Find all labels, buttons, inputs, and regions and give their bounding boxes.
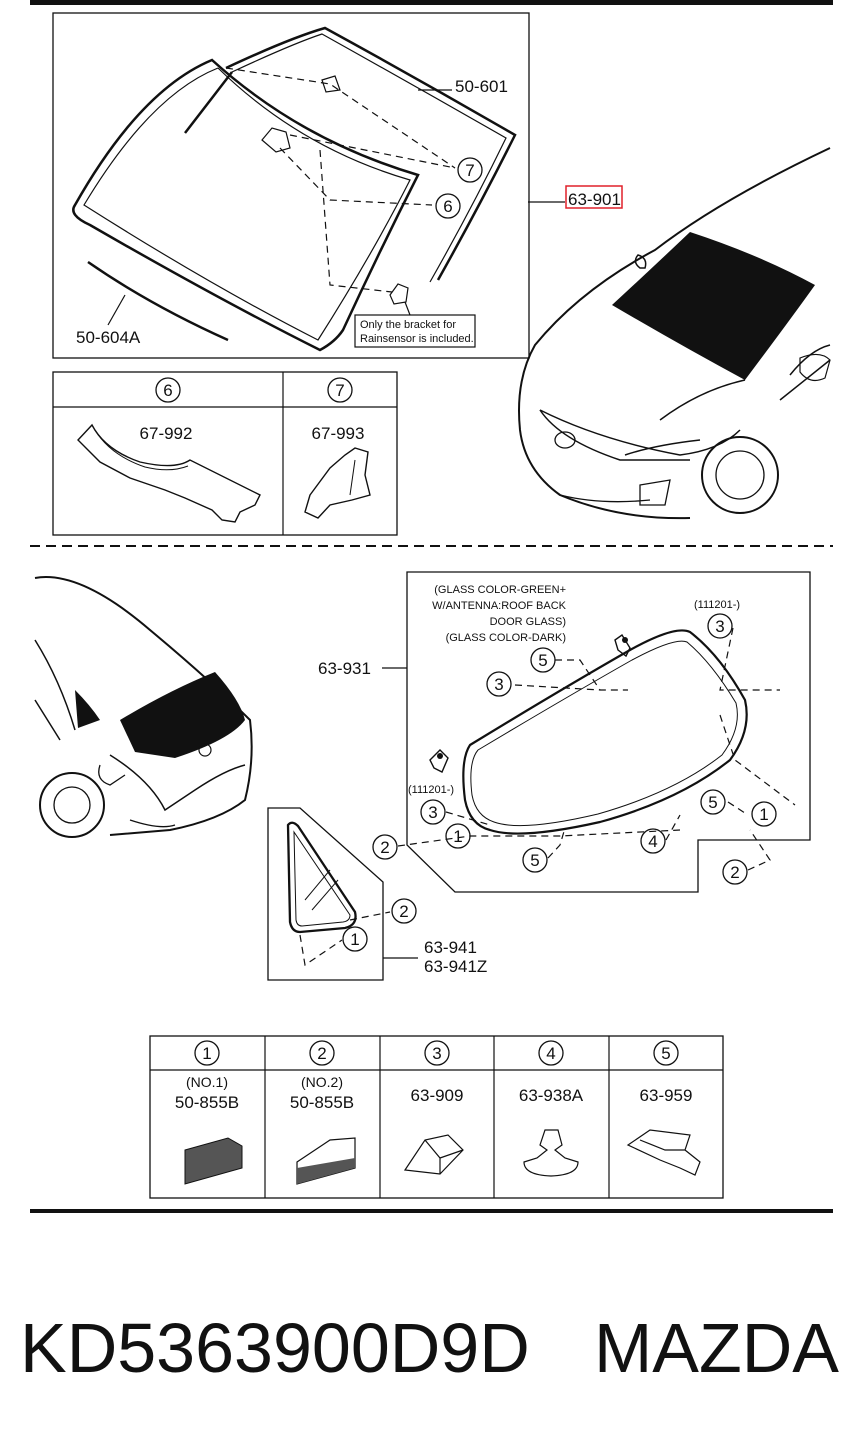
svg-text:5: 5 <box>538 651 547 670</box>
lower-moulding <box>87 260 229 342</box>
circle-7-marker <box>457 157 483 183</box>
parts-table: 1 (NO.1) 50-855B 2 (NO.2) 50-855B 3 63-9… <box>149 1035 724 1199</box>
rear-glass-panel: 63-931 (GLASS COLOR-GREEN+ W/ANTENNA:ROO… <box>318 571 811 893</box>
rainsensor-bracket <box>389 283 409 305</box>
rear-circle-4: 4 <box>640 828 666 854</box>
svg-text:(NO.1): (NO.1) <box>186 1074 228 1090</box>
quarter-glass <box>286 821 357 934</box>
svg-text:2: 2 <box>730 863 739 882</box>
note-line-1: Only the bracket for <box>360 319 456 331</box>
table-circle-7 <box>327 377 353 403</box>
callout-63-901[interactable]: 63-901 <box>568 190 621 209</box>
rear-window-dark <box>120 672 245 758</box>
rear-circle-3a: 3 <box>707 613 733 639</box>
parts-col-3[interactable]: 3 63-909 <box>403 1040 464 1175</box>
callout-highlight-box <box>565 185 623 209</box>
parts-col-4[interactable]: 4 63-938A <box>519 1040 584 1177</box>
svg-text:5: 5 <box>708 793 717 812</box>
clip-drawing <box>523 1129 579 1177</box>
bracket-67-992-drawing <box>77 423 261 523</box>
svg-text:5: 5 <box>661 1044 670 1063</box>
spec-line-1: (GLASS COLOR-GREEN+ <box>434 584 566 596</box>
quarter-glass-panel: 2 1 63-941 63-941Z <box>267 807 487 981</box>
rear-circle-2a: 2 <box>372 834 398 860</box>
parts-col-1[interactable]: 1 (NO.1) 50-855B <box>175 1040 243 1185</box>
svg-text:2: 2 <box>380 838 389 857</box>
parts-col-2[interactable]: 2 (NO.2) 50-855B <box>290 1040 356 1185</box>
bracket-table: 6 7 67-992 67-993 <box>52 371 398 536</box>
footer-brand: MAZDA <box>594 1309 839 1387</box>
callout-50-604A: 50-604A <box>76 328 141 347</box>
bottom-rule <box>30 1209 833 1213</box>
front-windshield-dark <box>612 232 815 380</box>
rear-circle-1b: 1 <box>751 801 777 827</box>
svg-text:50-855B: 50-855B <box>175 1093 239 1112</box>
rear-circle-5c: 5 <box>700 789 726 815</box>
bracket-67-993-drawing <box>304 447 371 519</box>
rear-glass-frame <box>406 571 811 893</box>
rainsensor-note-box <box>354 314 476 348</box>
rear-circle-5a: 5 <box>530 647 556 673</box>
spacer-no1-drawing <box>184 1137 243 1185</box>
svg-text:3: 3 <box>428 803 437 822</box>
svg-text:3: 3 <box>715 617 724 636</box>
svg-text:4: 4 <box>648 832 657 851</box>
svg-text:4: 4 <box>546 1044 555 1063</box>
rear-circle-3b: 3 <box>486 671 512 697</box>
parts-col-5[interactable]: 5 63-959 <box>626 1040 701 1176</box>
svg-text:1: 1 <box>350 930 359 949</box>
circle-7-label: 7 <box>465 161 474 180</box>
table-circle-7-label: 7 <box>335 381 344 400</box>
part-67-992[interactable]: 67-992 <box>140 424 193 443</box>
date-left: (111201-) <box>408 784 454 796</box>
windshield-panel: 50-601 63-901 50-604A 7 6 Only the brack… <box>52 12 623 359</box>
svg-text:3: 3 <box>432 1044 441 1063</box>
spec-line-3: DOOR GLASS) <box>490 616 566 628</box>
bracket-7-top <box>321 75 341 93</box>
svg-text:50-855B: 50-855B <box>290 1093 354 1112</box>
svg-text:1: 1 <box>453 827 462 846</box>
quarter-circle-2: 2 <box>391 898 417 924</box>
circle-6-label: 6 <box>443 197 452 216</box>
svg-text:3: 3 <box>494 675 503 694</box>
callout-63-941[interactable]: 63-941 <box>424 938 477 957</box>
svg-text:2: 2 <box>399 902 408 921</box>
svg-text:63-909: 63-909 <box>411 1086 464 1105</box>
wedge-drawing <box>403 1134 464 1175</box>
callout-63-941Z[interactable]: 63-941Z <box>424 957 487 976</box>
footer-part-number: KD5363900D9D <box>20 1309 530 1387</box>
spec-line-4: (GLASS COLOR-DARK) <box>446 632 566 644</box>
holder-drawing <box>626 1129 701 1176</box>
svg-text:63-938A: 63-938A <box>519 1086 584 1105</box>
svg-text:1: 1 <box>202 1044 211 1063</box>
bracket-6-center <box>261 127 291 153</box>
date-right: (111201-) <box>694 599 740 611</box>
table-circle-6 <box>155 377 181 403</box>
svg-text:5: 5 <box>530 851 539 870</box>
rear-glass <box>462 629 748 835</box>
rear-circle-5b: 5 <box>522 847 548 873</box>
svg-text:63-959: 63-959 <box>640 1086 693 1105</box>
top-rule <box>30 0 833 5</box>
rear-circle-1a: 1 <box>445 823 471 849</box>
upper-moulding <box>225 26 517 281</box>
note-line-2: Rainsensor is included. <box>360 333 474 345</box>
circle-6-marker <box>435 193 461 219</box>
spec-line-2: W/ANTENNA:ROOF BACK <box>432 600 567 612</box>
svg-text:1: 1 <box>759 805 768 824</box>
rear-circle-2b: 2 <box>722 859 748 885</box>
callout-50-601: 50-601 <box>455 77 508 96</box>
svg-text:2: 2 <box>317 1044 326 1063</box>
svg-text:(NO.2): (NO.2) <box>301 1074 343 1090</box>
table-circle-6-label: 6 <box>163 381 172 400</box>
windshield-frame <box>52 12 530 359</box>
callout-63-931[interactable]: 63-931 <box>318 659 371 678</box>
front-car-illustration <box>518 147 831 520</box>
part-67-993[interactable]: 67-993 <box>312 424 365 443</box>
windshield-glass <box>72 58 420 352</box>
rear-circle-3c: 3 <box>420 799 446 825</box>
quarter-circle-1: 1 <box>342 926 368 952</box>
rear-car-illustration <box>34 576 253 838</box>
